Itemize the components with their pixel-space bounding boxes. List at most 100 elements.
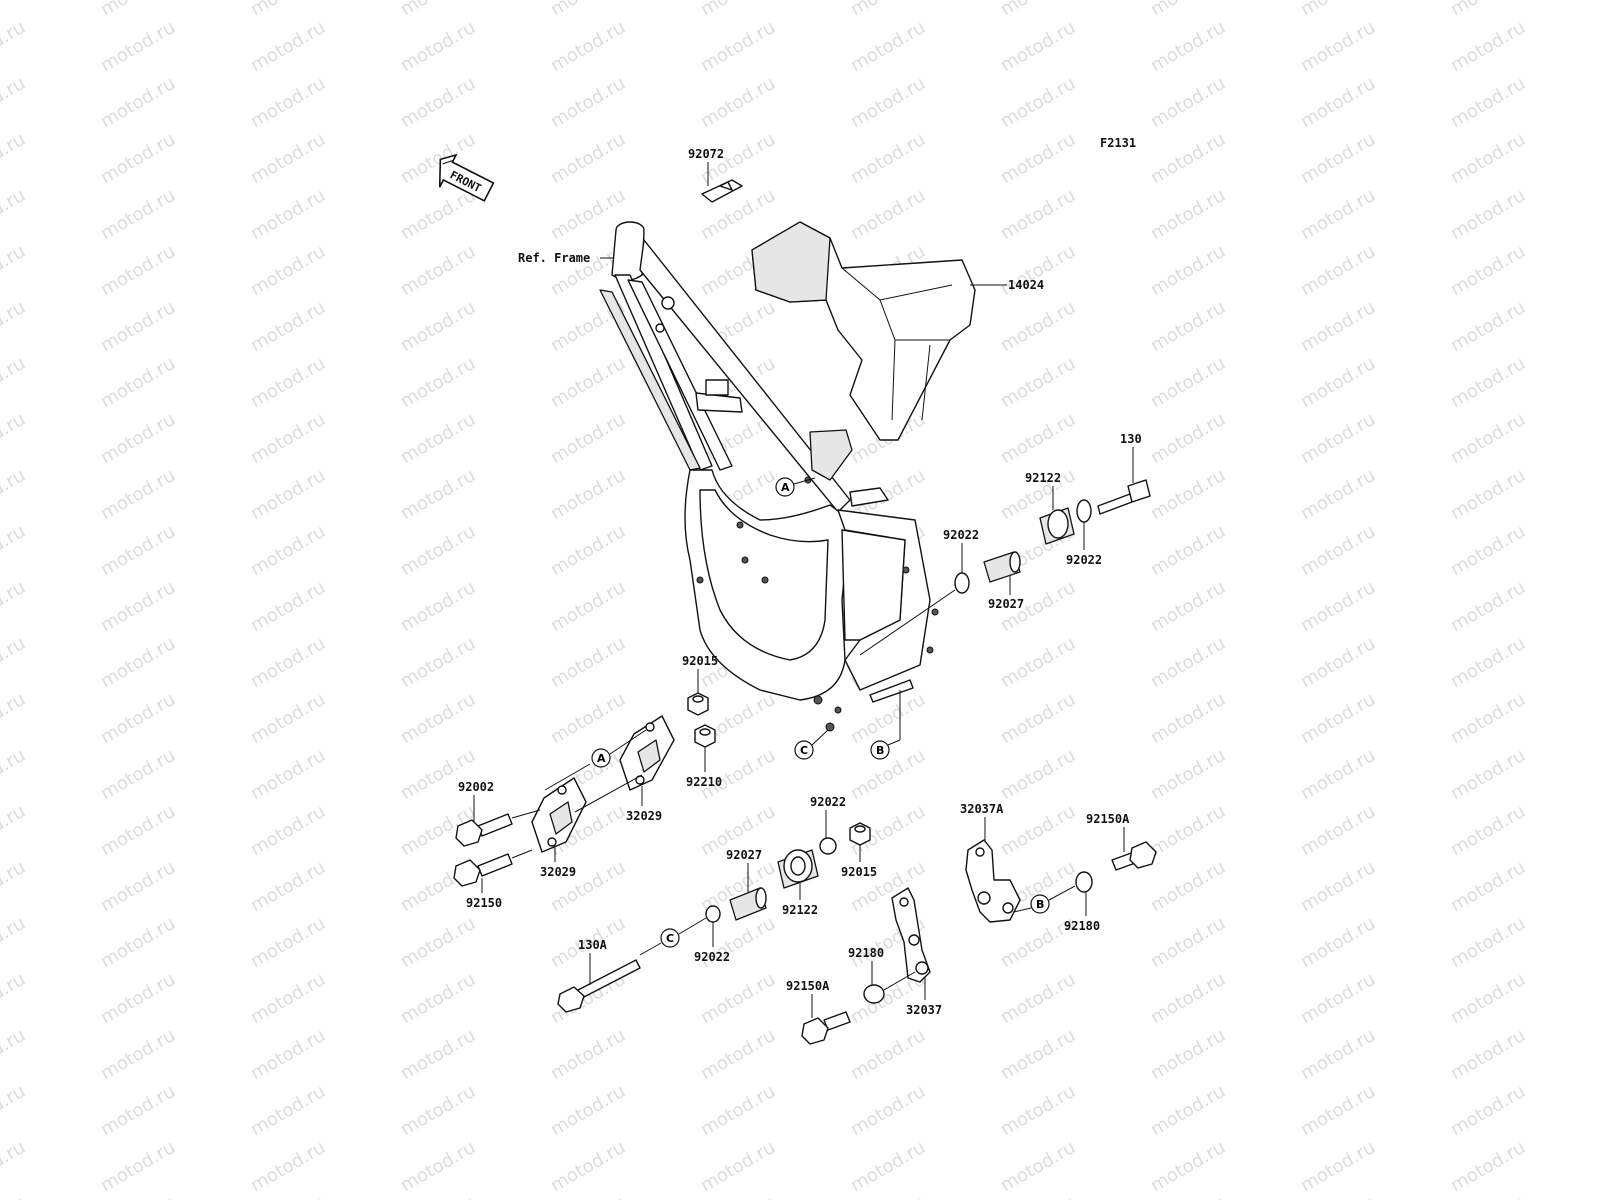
watermark-text: motod.ru xyxy=(0,745,29,804)
part-32029-bracket-upper xyxy=(619,715,675,791)
watermark-text: motod.ru xyxy=(397,689,479,748)
watermark-text: motod.ru xyxy=(1447,689,1529,748)
watermark-text: motod.ru xyxy=(1447,353,1529,412)
marker-a-frame: A xyxy=(775,477,795,497)
marker-b-frame: B xyxy=(870,740,890,760)
label-32029-a: 32029 xyxy=(626,809,662,823)
svg-text:B: B xyxy=(876,744,884,757)
part-130-bolt xyxy=(1097,479,1151,515)
watermark-text: motod.ru xyxy=(1147,353,1229,412)
watermark-text: motod.ru xyxy=(0,801,29,860)
part-92122-bushing xyxy=(1039,507,1075,545)
watermark-text: motod.ru xyxy=(997,129,1079,188)
watermark-text: motod.ru xyxy=(247,73,329,132)
watermark-text: motod.ru xyxy=(397,465,479,524)
watermark-text: motod.ru xyxy=(1297,17,1379,76)
watermark-text: motod.ru xyxy=(247,185,329,244)
watermark-text: motod.ru xyxy=(547,465,629,524)
part-92027-sleeve-lower xyxy=(729,887,767,921)
motorcycle-frame xyxy=(599,221,939,732)
diagram-code: F2131 xyxy=(1100,136,1136,150)
watermark-text: motod.ru xyxy=(1147,185,1229,244)
watermark-text: motod.ru xyxy=(97,129,179,188)
watermark-text: motod.ru xyxy=(1447,913,1529,972)
watermark-text: motod.ru xyxy=(247,465,329,524)
label-92022-b: 92022 xyxy=(1066,553,1102,567)
watermark-text: motod.ru xyxy=(697,969,779,1028)
watermark-text: motod.ru xyxy=(1297,297,1379,356)
watermark-text: motod.ru xyxy=(1147,1025,1229,1084)
watermark-text: motod.ru xyxy=(697,1025,779,1084)
watermark-text: motod.ru xyxy=(97,801,179,860)
label-92027-bot: 92027 xyxy=(726,848,762,862)
watermark-text: motod.ru xyxy=(97,1081,179,1140)
watermark-text: motod.ru xyxy=(97,241,179,300)
watermark-text: motod.ru xyxy=(847,689,929,748)
watermark-text: motod.ru xyxy=(1297,521,1379,580)
watermark-text: motod.ru xyxy=(97,969,179,1028)
watermark-text: motod.ru xyxy=(97,521,179,580)
watermark-text: motod.ru xyxy=(547,1137,629,1196)
watermark-text: motod.ru xyxy=(1147,1081,1229,1140)
part-92022-washer-lower xyxy=(819,837,837,855)
watermark-text: motod.ru xyxy=(997,353,1079,412)
watermark-text: motod.ru xyxy=(1147,73,1229,132)
watermark-text: motod.ru xyxy=(0,1025,29,1084)
watermark-text: motod.ru xyxy=(247,745,329,804)
marker-c-frame: C xyxy=(794,740,814,760)
watermark-text: motod.ru xyxy=(247,241,329,300)
watermark-text: motod.ru xyxy=(397,1081,479,1140)
watermark-text: motod.ru xyxy=(1297,745,1379,804)
watermark-text: motod.ru xyxy=(697,1137,779,1196)
watermark-text: motod.ru xyxy=(1447,241,1529,300)
watermark-text: motod.ru xyxy=(247,1081,329,1140)
watermark-text: motod.ru xyxy=(97,17,179,76)
watermark-text: motod.ru xyxy=(1447,969,1529,1028)
label-92022-d: 92022 xyxy=(694,950,730,964)
svg-text:A: A xyxy=(781,481,790,494)
watermark-text: motod.ru xyxy=(97,1025,179,1084)
label-92180-b: 92180 xyxy=(848,946,884,960)
watermark-text: motod.ru xyxy=(847,1137,929,1196)
watermark-text: motod.ru xyxy=(1147,297,1229,356)
watermark-text: motod.ru xyxy=(847,1081,929,1140)
watermark-text: motod.ru xyxy=(997,297,1079,356)
part-92015-nut xyxy=(687,692,709,716)
label-92015-bot: 92015 xyxy=(841,865,877,879)
watermark-text: motod.ru xyxy=(1297,577,1379,636)
frame-bolt-holes xyxy=(696,476,939,732)
watermark-text: motod.ru xyxy=(1297,129,1379,188)
watermark-text: motod.ru xyxy=(1297,1081,1379,1140)
part-92180-washer-lower xyxy=(863,984,885,1004)
watermark-text: motod.ru xyxy=(247,801,329,860)
watermark-text: motod.ru xyxy=(1447,409,1529,468)
watermark-text: motod.ru xyxy=(997,969,1079,1028)
watermark-text: motod.ru xyxy=(97,353,179,412)
watermark-text: motod.ru xyxy=(1447,465,1529,524)
watermark-text: motod.ru xyxy=(547,353,629,412)
watermark-text: motod.ru xyxy=(847,73,929,132)
watermark-text: motod.ru xyxy=(97,633,179,692)
watermark-text: motod.ru xyxy=(0,969,29,1028)
watermark-text: motod.ru xyxy=(1147,913,1229,972)
part-92180-washer-upper xyxy=(1075,871,1093,893)
watermark-text: motod.ru xyxy=(397,1137,479,1196)
watermark-text: motod.ru xyxy=(547,1081,629,1140)
watermark-text: motod.ru xyxy=(0,241,29,300)
watermark-text: motod.ru xyxy=(1147,17,1229,76)
watermark-text: motod.ru xyxy=(397,353,479,412)
watermark-text: motod.ru xyxy=(997,1025,1079,1084)
watermark-text: motod.ru xyxy=(397,73,479,132)
label-92015-top: 92015 xyxy=(682,654,718,668)
label-92180-a: 92180 xyxy=(1064,919,1100,933)
part-92027-sleeve xyxy=(983,551,1021,583)
watermark-text: motod.ru xyxy=(1147,409,1229,468)
watermark-text: motod.ru xyxy=(97,913,179,972)
watermark-text: motod.ru xyxy=(1147,129,1229,188)
label-130: 130 xyxy=(1120,432,1142,446)
watermark-text: motod.ru xyxy=(847,185,929,244)
watermark-text: motod.ru xyxy=(0,913,29,972)
watermark-text: motod.ru xyxy=(0,1193,29,1200)
label-14024: 14024 xyxy=(1008,278,1044,292)
watermark-text: motod.ru xyxy=(997,745,1079,804)
